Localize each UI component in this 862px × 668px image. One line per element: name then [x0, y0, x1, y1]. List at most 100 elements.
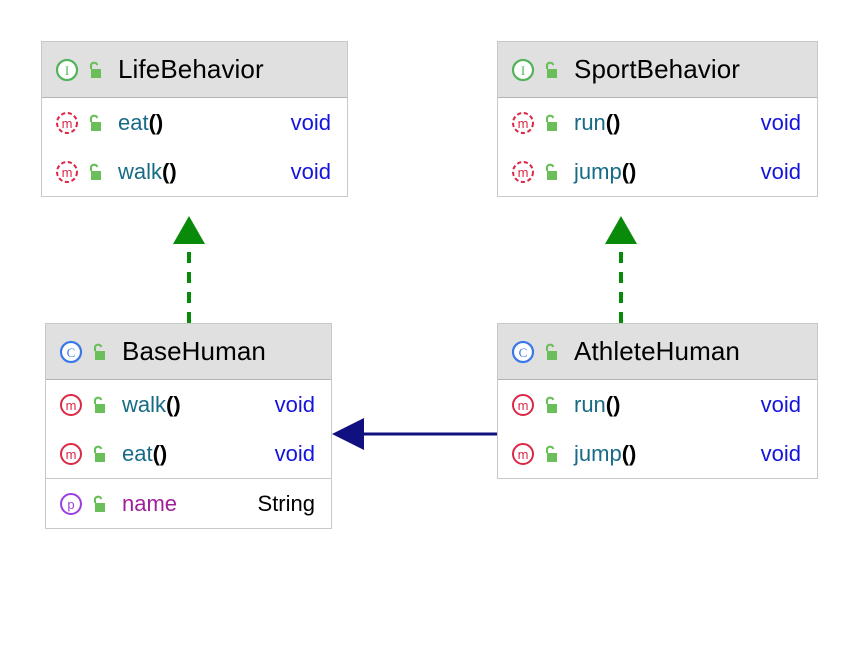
member-parens: () [605, 109, 621, 135]
method-icon: m [511, 442, 535, 466]
member-type-label: void [290, 109, 331, 135]
abstract-method-icon: m [55, 160, 79, 184]
class-box-header: C AthleteHuman [498, 324, 817, 380]
svg-text:C: C [519, 345, 528, 360]
implements-arrowhead [173, 216, 205, 244]
member-name-label: eat() [122, 441, 167, 467]
public-unlocked-icon [86, 113, 104, 133]
member-identifier: eat [122, 440, 153, 466]
member-row[interactable]: m jump() void [498, 147, 817, 196]
method-icon: m [59, 442, 83, 466]
member-row[interactable]: p name String [46, 479, 331, 528]
public-unlocked-icon [90, 342, 108, 362]
method-icon: m [511, 393, 535, 417]
uml-class-box-base-human[interactable]: C BaseHuman m [45, 323, 332, 529]
svg-text:m: m [62, 116, 73, 131]
member-type-label: void [760, 109, 801, 135]
methods-section: m run() void m [498, 98, 817, 196]
member-type-label: void [760, 391, 801, 417]
member-type-label: void [274, 440, 315, 466]
member-row[interactable]: m jump() void [498, 429, 817, 478]
svg-text:m: m [66, 447, 77, 462]
class-box-header: I SportBehavior [498, 42, 817, 98]
class-box-header: I LifeBehavior [42, 42, 347, 98]
methods-section: m eat() void m [42, 98, 347, 196]
member-parens: () [152, 440, 168, 466]
member-type-label: void [760, 440, 801, 466]
member-identifier: jump [574, 440, 622, 466]
member-identifier: walk [118, 158, 163, 184]
abstract-method-icon: m [55, 111, 79, 135]
member-identifier: name [122, 490, 178, 516]
member-name-label: run() [574, 110, 620, 136]
member-row[interactable]: m walk() void [46, 380, 331, 429]
methods-section: m run() void m [498, 380, 817, 478]
uml-class-box-life-behavior[interactable]: I LifeBehavior m [41, 41, 348, 197]
property-icon: p [59, 492, 83, 516]
class-icon: C [59, 340, 83, 364]
svg-text:p: p [67, 497, 74, 512]
uml-class-box-athlete-human[interactable]: C AthleteHuman m [497, 323, 818, 479]
member-identifier: run [574, 109, 606, 135]
svg-text:m: m [518, 165, 529, 180]
method-icon: m [59, 393, 83, 417]
connector-athlete-human-implements-sport-behavior [605, 216, 637, 323]
member-name-label: walk() [118, 159, 177, 185]
svg-text:I: I [65, 63, 69, 78]
extends-arrowhead [332, 418, 364, 450]
member-row[interactable]: m eat() void [46, 429, 331, 478]
member-name-label: jump() [574, 159, 636, 185]
connector-athlete-human-extends-base-human [332, 418, 497, 450]
member-name-label: run() [574, 392, 620, 418]
member-identifier: jump [574, 158, 622, 184]
member-identifier: walk [122, 391, 167, 417]
svg-text:I: I [521, 63, 525, 78]
class-name-label: AthleteHuman [574, 336, 740, 366]
member-name-label: name [122, 491, 177, 517]
member-type-label: void [760, 158, 801, 184]
class-name-label: LifeBehavior [118, 54, 264, 84]
class-box-header: C BaseHuman [46, 324, 331, 380]
svg-text:C: C [67, 345, 76, 360]
member-name-label: eat() [118, 110, 163, 136]
member-identifier: run [574, 391, 606, 417]
public-unlocked-icon [542, 60, 560, 80]
member-parens: () [621, 440, 637, 466]
uml-class-box-sport-behavior[interactable]: I SportBehavior m [497, 41, 818, 197]
implements-arrowhead [605, 216, 637, 244]
member-row[interactable]: m walk() void [42, 147, 347, 196]
member-parens: () [162, 158, 177, 184]
class-icon: C [511, 340, 535, 364]
svg-text:m: m [518, 398, 529, 413]
member-row[interactable]: m run() void [498, 98, 817, 147]
connector-base-human-implements-life-behavior [173, 216, 205, 323]
member-parens: () [621, 158, 637, 184]
public-unlocked-icon [542, 342, 560, 362]
member-type-label: void [274, 391, 315, 417]
member-row[interactable]: m run() void [498, 380, 817, 429]
svg-text:m: m [62, 165, 73, 180]
member-row[interactable]: m eat() void [42, 98, 347, 147]
class-name-label: BaseHuman [122, 336, 266, 366]
member-type-label: void [290, 158, 331, 184]
public-unlocked-icon [90, 494, 108, 514]
public-unlocked-icon [86, 60, 104, 80]
member-parens: () [148, 109, 164, 135]
public-unlocked-icon [542, 444, 560, 464]
svg-text:m: m [518, 447, 529, 462]
abstract-method-icon: m [511, 160, 535, 184]
public-unlocked-icon [86, 162, 104, 182]
public-unlocked-icon [542, 162, 560, 182]
public-unlocked-icon [542, 395, 560, 415]
public-unlocked-icon [90, 444, 108, 464]
public-unlocked-icon [542, 113, 560, 133]
member-identifier: eat [118, 109, 149, 135]
member-name-label: jump() [574, 441, 636, 467]
interface-icon: I [55, 58, 79, 82]
svg-text:m: m [66, 398, 77, 413]
member-type-label: String [257, 490, 315, 516]
properties-section: p name String [46, 478, 331, 528]
member-parens: () [166, 391, 181, 417]
methods-section: m walk() void m [46, 380, 331, 478]
